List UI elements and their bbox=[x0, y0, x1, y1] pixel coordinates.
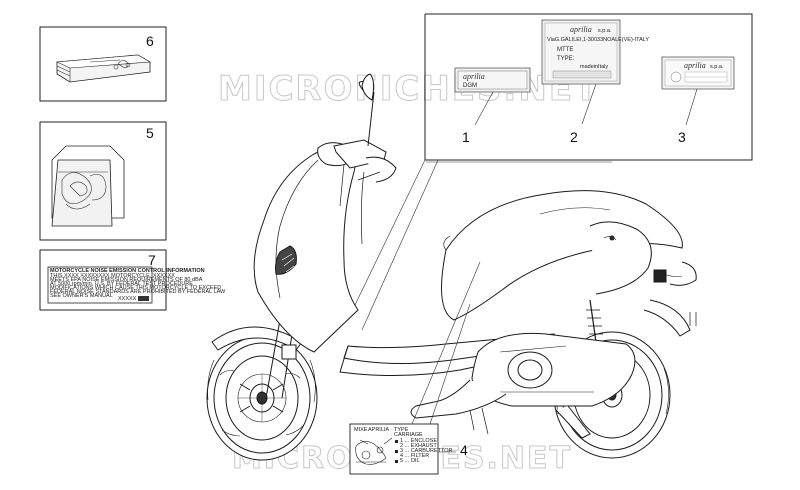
label2-made: madeinItaly bbox=[580, 64, 608, 70]
label4-left-header: MIXE bbox=[354, 427, 368, 433]
label4-right-line-2: 2 ... EXHAUST bbox=[400, 443, 437, 449]
label2-address: ViaG.GALILEI,1-30033NOALE(VE)-ITALY bbox=[547, 37, 649, 43]
callout-2: 2 bbox=[570, 129, 578, 145]
label2-brand: aprilia bbox=[570, 25, 592, 34]
label7-title: MOTORCYCLE NOISE EMISSION CONTROL INFORM… bbox=[50, 268, 205, 274]
label3-suffix: s.p.a. bbox=[710, 64, 724, 70]
leader-part-4-a bbox=[411, 261, 481, 425]
label2-line1: MTTE bbox=[557, 47, 573, 53]
label4-right-line-4: 4 ... FILTER bbox=[400, 453, 429, 459]
part-5-sticker-kit: 5 bbox=[39, 121, 167, 241]
label4-left-sub: APRILIA bbox=[368, 427, 389, 433]
label-detail-box: aprilia DGM 1 aprilia s.p.a. ViaG.GALILE… bbox=[424, 13, 753, 161]
part-1-model-label: aprilia DGM 1 bbox=[454, 67, 531, 145]
part-6-manual-box: 6 bbox=[39, 26, 167, 102]
label4-right-line-3: 3 ... CARBURETTOR bbox=[400, 448, 452, 454]
part-2-id-plate: aprilia s.p.a. ViaG.GALILEI,1-30033NOALE… bbox=[541, 19, 649, 145]
label7-line-3: AT 5000 rpm/min. U.S. BY FEDERAL TEST PR… bbox=[50, 281, 193, 287]
label1-brand: aprilia bbox=[463, 72, 485, 81]
label4-right-header: TYPE bbox=[394, 427, 409, 433]
leader-top-box-2 bbox=[361, 159, 439, 331]
callout-4: 4 bbox=[460, 442, 468, 458]
label1-code: DGM bbox=[463, 83, 477, 89]
label7-line-2: MEETS EPA NOISE EMISSION REQUIREMENTS OF… bbox=[50, 277, 203, 283]
part-7-noise-label: MOTORCYCLE NOISE EMISSION CONTROL INFORM… bbox=[39, 249, 226, 311]
label7-code: XXXXX bbox=[118, 296, 137, 302]
watermark-top: MICROFICHES.NET bbox=[218, 69, 599, 109]
leader-part-4-b bbox=[429, 303, 471, 425]
part-3-plate: aprilia s.p.a. 3 bbox=[661, 56, 735, 145]
label4-right-sub: CARRIAGE bbox=[394, 432, 423, 438]
callout-1: 1 bbox=[462, 129, 470, 145]
label7-line-5: FEDERAL NOISE STANDARDS ARE PROHIBITED B… bbox=[50, 289, 226, 295]
label4-right-line-1: 1 ... ENCLOSE bbox=[400, 438, 437, 444]
label4-right-line-5: 5 ... OIL bbox=[400, 458, 420, 464]
leader-top-box-1 bbox=[354, 159, 426, 306]
callout-5: 5 bbox=[146, 125, 154, 141]
label2-suffix: s.p.a. bbox=[598, 28, 612, 34]
label7-line-1: THIS XXXX XXXXXXXX MOTORCYCLE, XXXXXX bbox=[50, 273, 175, 279]
label7-line-6: SEE OWNER'S MANUAL bbox=[50, 293, 113, 299]
label3-brand: aprilia bbox=[684, 61, 706, 70]
part-4-schematic-label: MIXE APRILIA TYPE CARRIAGE 1 ... ENCLOSE… bbox=[349, 423, 468, 475]
callout-7: 7 bbox=[148, 252, 156, 268]
callout-3: 3 bbox=[678, 129, 686, 145]
label2-line2: TYPE: bbox=[557, 56, 575, 62]
callout-6: 6 bbox=[146, 33, 154, 49]
scooter-drawing bbox=[206, 73, 697, 461]
label7-line-4: MODIFICATIONS WHICH CAUSE THIS MOTORCYCL… bbox=[50, 285, 221, 291]
